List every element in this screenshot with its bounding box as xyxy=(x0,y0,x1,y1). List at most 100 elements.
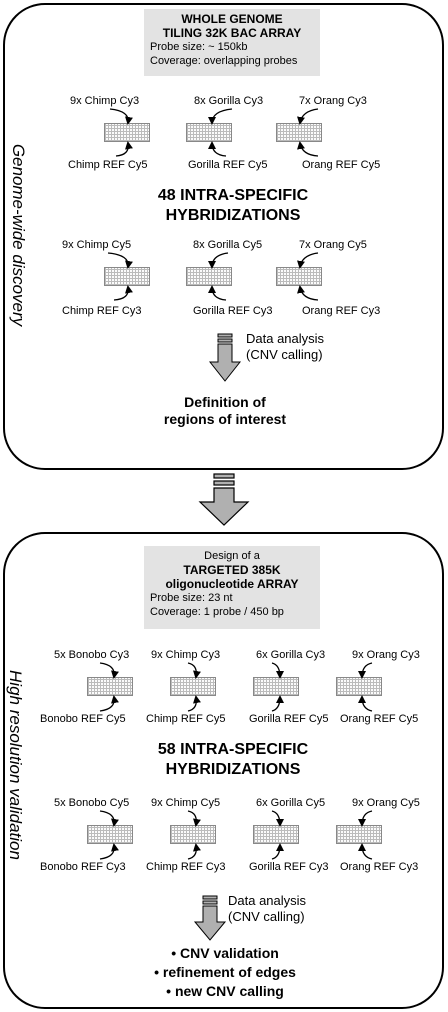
panel-genome-wide-discovery xyxy=(3,3,444,470)
p2r2-top-3: 9x Orang Cy5 xyxy=(352,797,420,809)
panel1-row2-arrows xyxy=(107,252,319,301)
p2r2-arrow-up-0 xyxy=(99,843,119,860)
p1r1-arrow-up-1 xyxy=(208,141,227,157)
panel2-heading-line2: HYBRIDIZATIONS xyxy=(165,761,301,778)
p2r1-bottom-3: Orang REF Cy5 xyxy=(340,713,419,725)
panel1-info-probe-size: Probe size: ~ 150kb xyxy=(150,41,248,53)
p1r2-bottom-2: Orang REF Cy3 xyxy=(302,305,381,317)
panel1-analysis-line2: (CNV calling) xyxy=(246,347,323,362)
p2r1-bottom-2: Gorilla REF Cy5 xyxy=(249,713,329,725)
p1r1-arrow-in-0 xyxy=(109,108,133,125)
panel2-row1-arrows xyxy=(99,662,373,712)
p1r1-bottom-1: Gorilla REF Cy5 xyxy=(188,159,268,171)
panel2-info-coverage: Coverage: 1 probe / 450 bp xyxy=(150,606,284,618)
panel2-heading: 58 INTRA-SPECIFIC HYBRIDIZATIONS xyxy=(100,740,366,780)
panel1-analysis-arrow xyxy=(208,333,242,382)
panel1-info-title-1: WHOLE GENOME xyxy=(181,12,283,26)
p1r1-bottom-2: Orang REF Cy5 xyxy=(302,159,381,171)
p2r2-arrow-in-1 xyxy=(187,810,201,827)
panel2-info-box: Design of a TARGETED 385K oligonucleotid… xyxy=(144,546,320,629)
p2r2-top-0: 5x Bonobo Cy5 xyxy=(54,797,130,809)
p1r2-array-1 xyxy=(186,267,232,286)
panel2-heading-line1: 58 INTRA-SPECIFIC xyxy=(157,741,309,758)
p2r1-array-1 xyxy=(170,677,216,696)
p2r1-arrow-in-1 xyxy=(187,662,201,679)
p1r2-arrow-in-1 xyxy=(208,252,229,269)
p1r2-arrow-up-1 xyxy=(208,285,227,301)
p2r2-arrow-up-2 xyxy=(271,843,284,860)
p2r1-top-2: 6x Gorilla Cy3 xyxy=(256,649,326,661)
p1r1-arrow-up-2 xyxy=(297,141,319,157)
p2r1-top-0: 5x Bonobo Cy3 xyxy=(54,649,130,661)
p2r2-bottom-3: Orang REF Cy3 xyxy=(340,861,419,873)
panel2-info-probe-size: Probe size: 23 nt xyxy=(150,592,233,604)
panel1-row1-arrows xyxy=(109,108,319,157)
p2r1-array-2 xyxy=(253,677,299,696)
panel1-heading-line1: 48 INTRA-SPECIFIC xyxy=(157,187,309,204)
p1r2-arrow-up-2 xyxy=(297,285,319,301)
p1r1-top-1: 8x Gorilla Cy3 xyxy=(194,95,264,107)
p2r2-bottom-0: Bonobo REF Cy3 xyxy=(40,861,126,873)
p1r1-arrow-in-2 xyxy=(297,108,319,125)
panel2-bullet-0: • CNV validation xyxy=(171,945,279,961)
panel1-info-title-2: TILING 32K BAC ARRAY xyxy=(162,26,302,40)
p1r1-top-2: 7x Orang Cy3 xyxy=(299,95,367,107)
panel1-conclusion-line1: Definition of xyxy=(184,394,266,410)
p2r2-bottom-2: Gorilla REF Cy3 xyxy=(249,861,329,873)
panel2-row2-arrows xyxy=(99,810,373,860)
panel2-bullet-1: • refinement of edges xyxy=(154,964,296,980)
panel1-info-coverage: Coverage: overlapping probes xyxy=(150,55,298,67)
panel1-info-box: WHOLE GENOME TILING 32K BAC ARRAY Probe … xyxy=(144,9,320,76)
connector-arrow xyxy=(198,473,250,526)
p1r1-arrow-up-0 xyxy=(115,141,133,157)
p2r2-top-1: 9x Chimp Cy5 xyxy=(151,797,221,809)
p2r2-bottom-1: Chimp REF Cy3 xyxy=(146,861,226,873)
panel2-bullet-1-text: refinement of edges xyxy=(162,964,296,980)
panel2-info-line1: Design of a xyxy=(204,550,260,562)
p2r1-arrow-up-3 xyxy=(358,695,373,712)
p1r2-arrow-in-0 xyxy=(107,252,133,269)
p2r1-top-1: 9x Chimp Cy3 xyxy=(151,649,221,661)
p1r1-arrow-in-1 xyxy=(208,108,233,125)
panel2-bullets: • CNV validation • refinement of edges •… xyxy=(100,944,350,1001)
panel1-heading: 48 INTRA-SPECIFIC HYBRIDIZATIONS xyxy=(100,186,366,226)
panel2-bullet-2: • new CNV calling xyxy=(166,983,284,999)
p2r1-arrow-up-1 xyxy=(187,695,201,712)
panel1-analysis-line1: Data analysis xyxy=(246,331,325,346)
panel2-info-title-1: TARGETED 385K xyxy=(183,563,281,577)
panel2-info-title-2: oligonucleotide ARRAY xyxy=(165,577,299,591)
p1r2-bottom-0: Chimp REF Cy3 xyxy=(62,305,142,317)
p2r1-top-3: 9x Orang Cy3 xyxy=(352,649,420,661)
p2r1-arrow-in-3 xyxy=(358,662,373,679)
p2r1-bottom-0: Bonobo REF Cy5 xyxy=(40,713,126,725)
p2r2-array-1 xyxy=(170,825,216,844)
p1r1-top-0: 9x Chimp Cy3 xyxy=(70,95,140,107)
p1r2-top-2: 7x Orang Cy5 xyxy=(299,239,367,251)
p1r1-bottom-0: Chimp REF Cy5 xyxy=(68,159,148,171)
p2r2-array-0 xyxy=(87,825,133,844)
panel1-heading-line2: HYBRIDIZATIONS xyxy=(165,207,301,224)
p2r1-arrow-in-0 xyxy=(99,662,119,679)
p2r2-top-2: 6x Gorilla Cy5 xyxy=(256,797,326,809)
p1r2-arrow-in-2 xyxy=(297,252,319,269)
p1r2-top-0: 9x Chimp Cy5 xyxy=(62,239,132,251)
p2r1-array-0 xyxy=(87,677,133,696)
panel2-bullet-2-text: new CNV calling xyxy=(174,983,284,999)
p1r2-top-1: 8x Gorilla Cy5 xyxy=(193,239,263,251)
p1r1-array-1 xyxy=(186,123,232,142)
p2r1-arrow-in-2 xyxy=(271,662,284,679)
p2r2-arrow-in-0 xyxy=(99,810,119,827)
p2r2-arrow-up-3 xyxy=(358,843,373,860)
panel2-analysis-line2: (CNV calling) xyxy=(228,909,305,924)
panel2-analysis-line1: Data analysis xyxy=(228,893,307,908)
panel1-conclusion-line2: regions of interest xyxy=(163,411,287,427)
panel2-bullet-0-text: CNV validation xyxy=(180,945,279,961)
p2r1-arrow-up-0 xyxy=(99,695,119,712)
p1r2-arrow-up-0 xyxy=(113,285,133,301)
p2r1-bottom-1: Chimp REF Cy5 xyxy=(146,713,226,725)
panel1-conclusion: Definition of regions of interest xyxy=(120,394,330,428)
p2r2-arrow-in-3 xyxy=(358,810,373,827)
p2r1-arrow-up-2 xyxy=(271,695,284,712)
p2r2-arrow-up-1 xyxy=(187,843,201,860)
